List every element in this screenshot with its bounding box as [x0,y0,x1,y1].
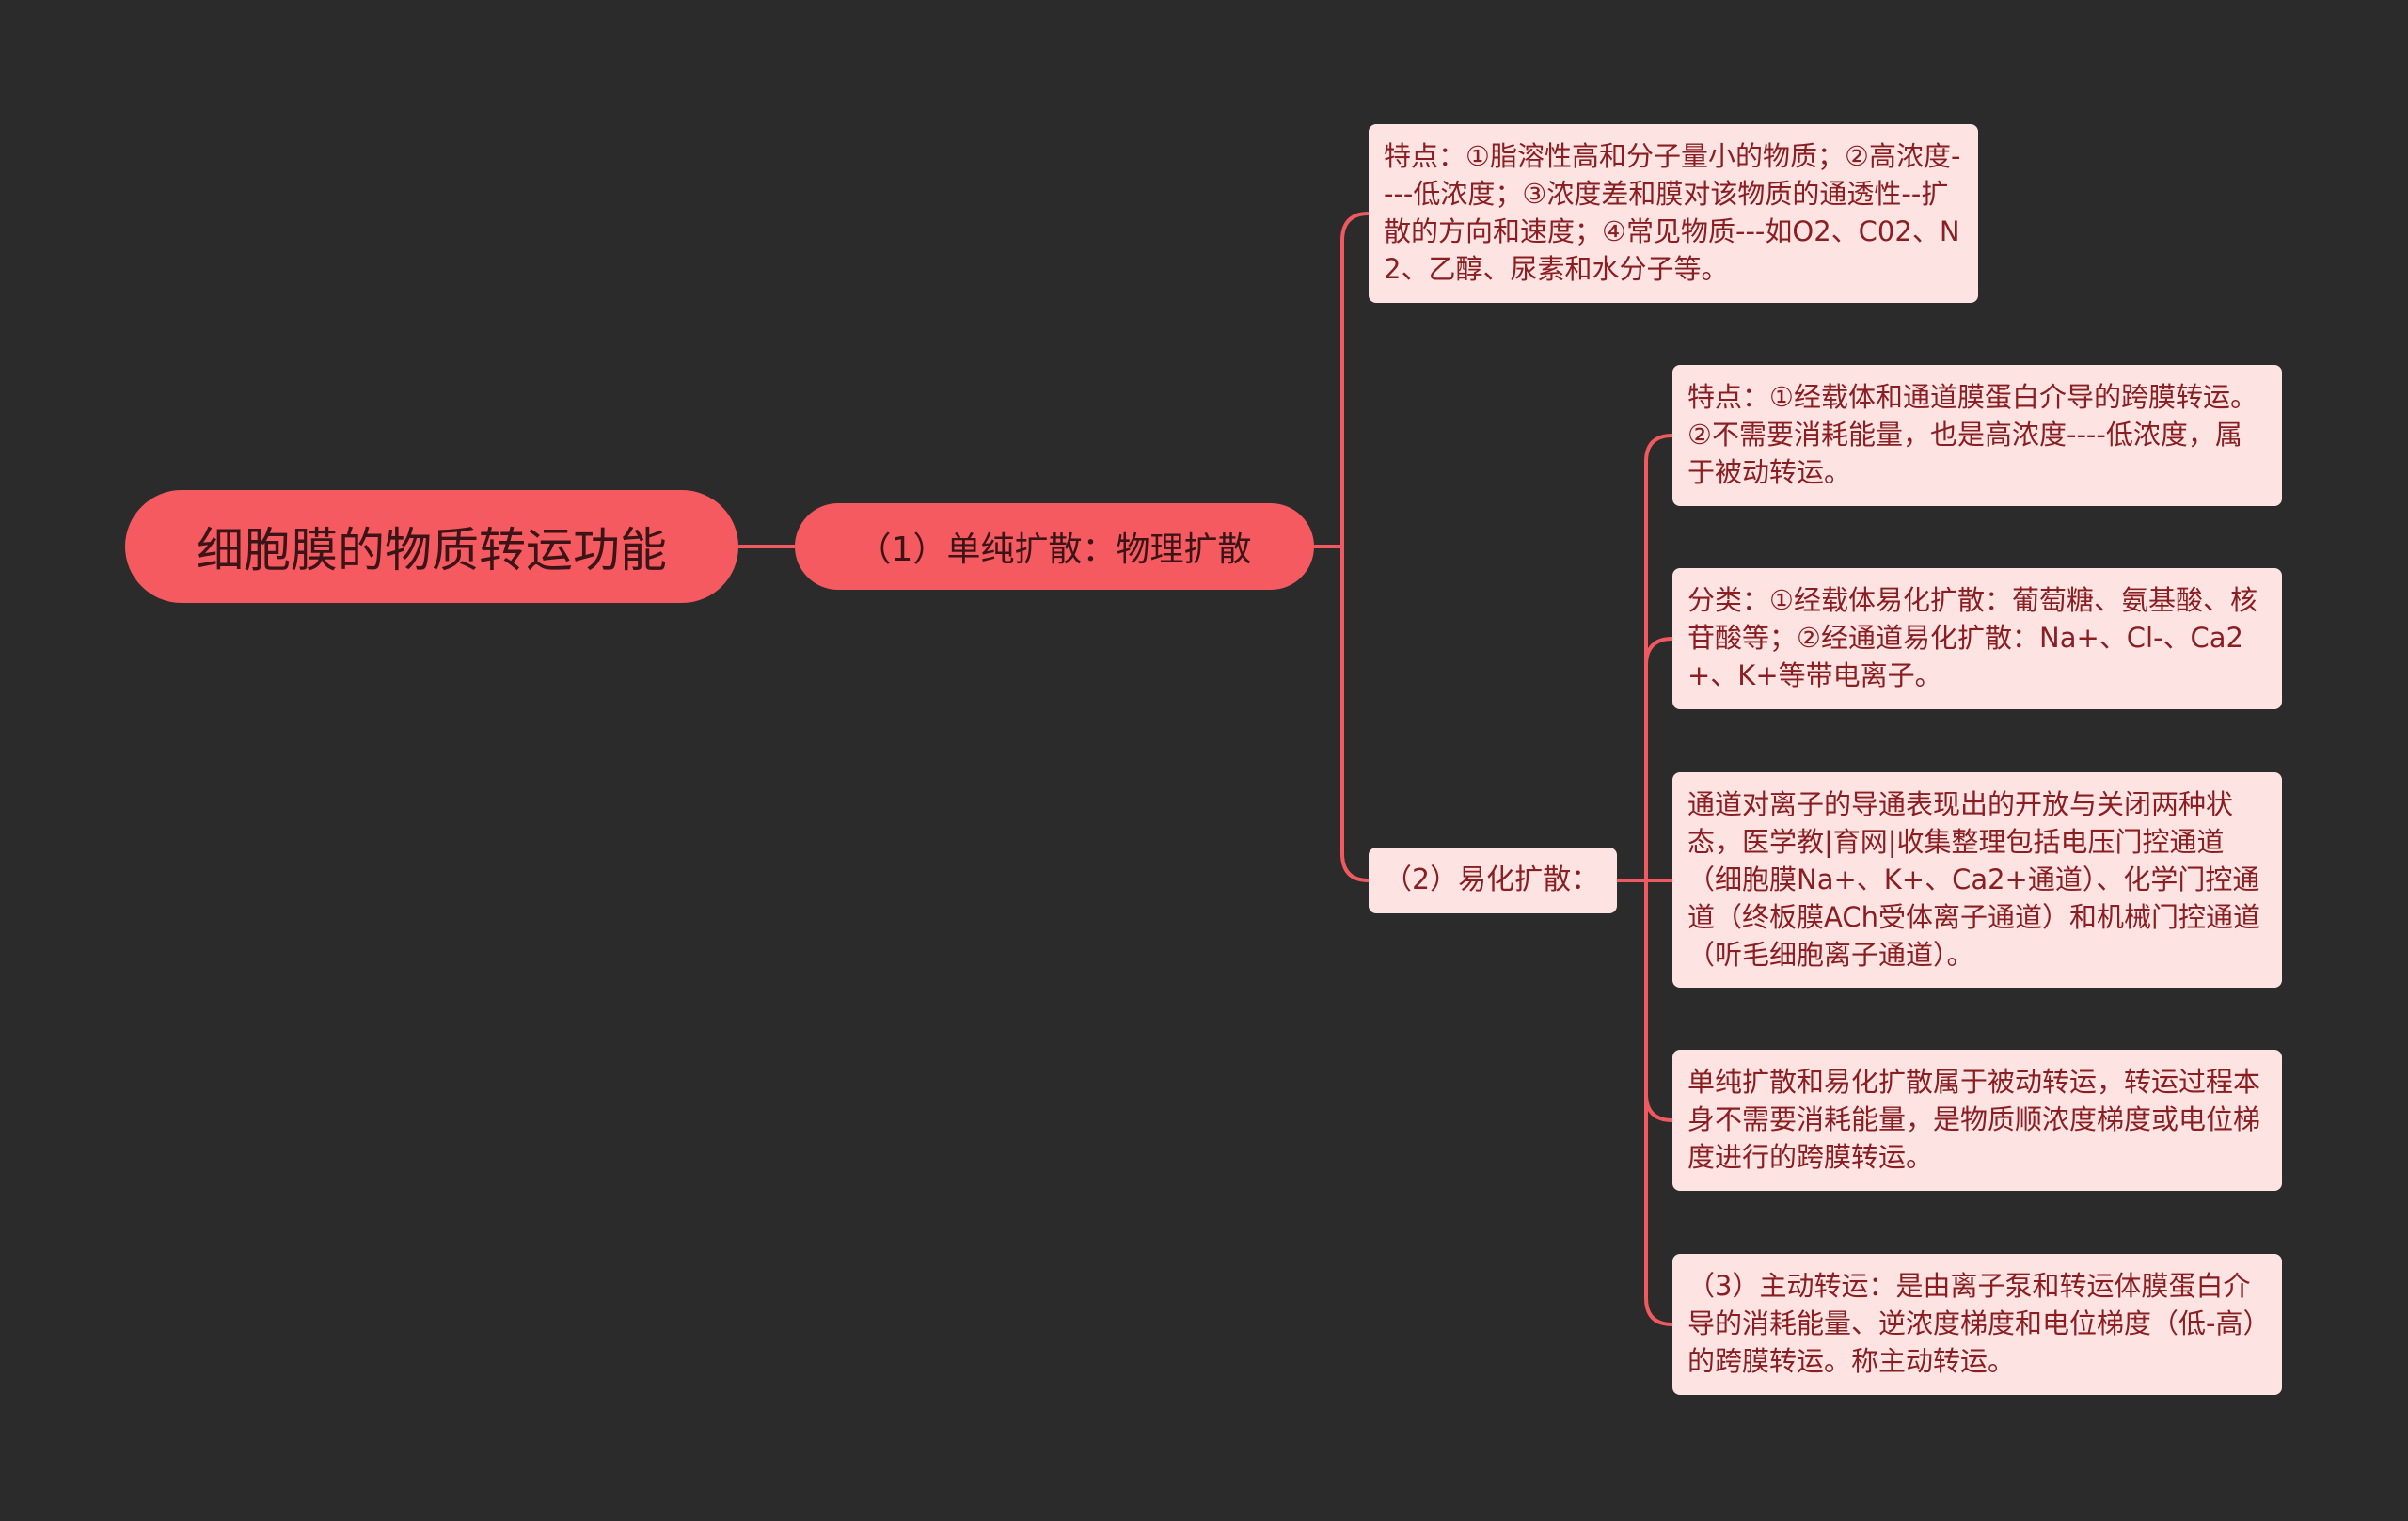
topic-simple-diffusion[interactable]: （1）单纯扩散：物理扩散 [795,503,1314,590]
link-to-facilitated-features [1644,434,1673,880]
card-simple-diffusion-features-text: 特点：①脂溶性高和分子量小的物质；②高浓度----低浓度；③浓度差和膜对该物质的… [1384,140,1961,285]
card-channel-gating[interactable]: 通道对离子的导通表现出的开放与关闭两种状态，医学教|育网|收集整理包括电压门控通… [1672,772,2282,988]
card-active-transport-text: （3）主动转运：是由离子泵和转运体膜蛋白介导的消耗能量、逆浓度梯度和电位梯度（低… [1687,1270,2257,1377]
card-active-transport[interactable]: （3）主动转运：是由离子泵和转运体膜蛋白介导的消耗能量、逆浓度梯度和电位梯度（低… [1672,1254,2282,1395]
root-topic-label: 细胞膜的物质转运功能 [197,523,667,578]
link-branch-to-facilitated [1340,547,1370,882]
link-branch-to-features [1340,212,1370,547]
card-facilitated-features-text: 特点：①经载体和通道膜蛋白介导的跨膜转运。②不需要消耗能量，也是高浓度----低… [1687,381,2258,488]
card-facilitated-classification[interactable]: 分类：①经载体易化扩散：葡萄糖、氨基酸、核苷酸等；②经通道易化扩散：Na+、Cl… [1672,568,2282,709]
link-to-active-transport [1644,880,1673,1326]
card-passive-transport-text: 单纯扩散和易化扩散属于被动转运，转运过程本身不需要消耗能量，是物质顺浓度梯度或电… [1687,1066,2261,1173]
card-facilitated-classification-text: 分类：①经载体易化扩散：葡萄糖、氨基酸、核苷酸等；②经通道易化扩散：Na+、Cl… [1687,584,2258,691]
topic-facilitated-diffusion-label: （2）易化扩散： [1384,863,1600,896]
link-to-classification [1644,637,1673,880]
root-topic[interactable]: 细胞膜的物质转运功能 [125,490,738,603]
link-to-passive-transport [1644,880,1673,1122]
card-facilitated-features[interactable]: 特点：①经载体和通道膜蛋白介导的跨膜转运。②不需要消耗能量，也是高浓度----低… [1672,365,2282,506]
topic-simple-diffusion-label: （1）单纯扩散：物理扩散 [857,531,1252,569]
card-passive-transport[interactable]: 单纯扩散和易化扩散属于被动转运，转运过程本身不需要消耗能量，是物质顺浓度梯度或电… [1672,1050,2282,1191]
topic-facilitated-diffusion[interactable]: （2）易化扩散： [1369,848,1617,913]
card-channel-gating-text: 通道对离子的导通表现出的开放与关闭两种状态，医学教|育网|收集整理包括电压门控通… [1687,788,2260,971]
card-simple-diffusion-features[interactable]: 特点：①脂溶性高和分子量小的物质；②高浓度----低浓度；③浓度差和膜对该物质的… [1369,124,1978,303]
